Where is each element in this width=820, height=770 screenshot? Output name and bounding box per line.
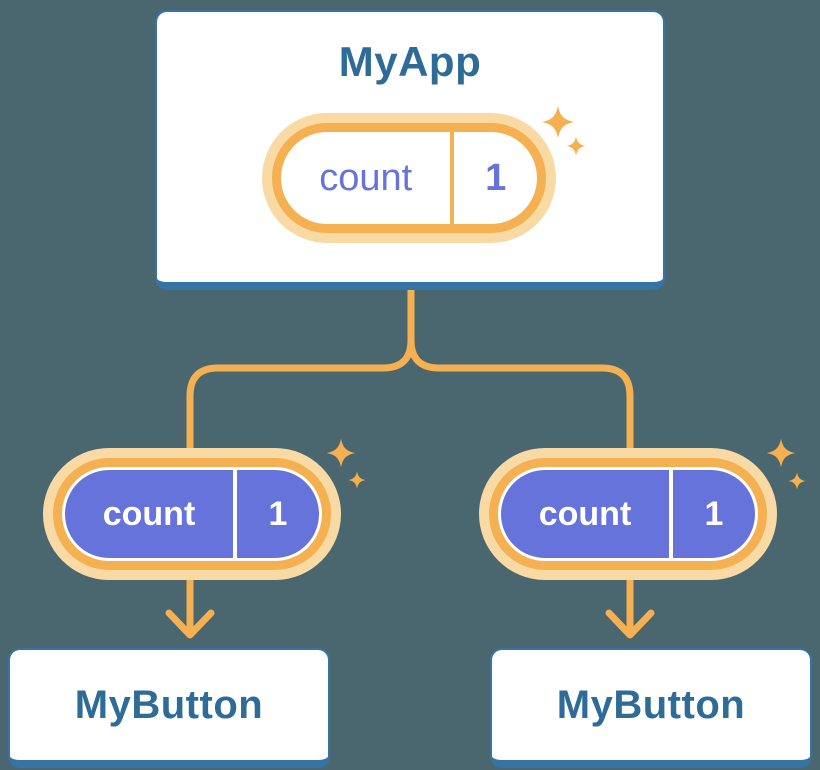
component-title: MyButton [74,682,264,727]
arrowhead-right-icon [605,609,655,639]
sparkle-icon [541,105,575,139]
component-card-child-right: MyButton [490,648,812,768]
sparkle-icon-small [348,471,366,489]
sparkle-icon-small [788,472,806,490]
state-pill-root: count 1 [262,113,556,243]
sparkle-icon-small [566,136,586,156]
pill-divider [233,470,238,558]
state-name: count [319,156,413,199]
sparkle-icon [326,438,356,468]
connector-branch-left [186,336,415,638]
sparkle-icon [766,438,796,468]
prop-pill-right: count 1 [479,448,777,580]
pill-ring: count 1 [489,458,767,570]
arrowhead-left-icon [165,609,215,639]
prop-name: count [538,494,632,533]
pill-body: count 1 [498,467,758,561]
prop-value: 1 [268,494,288,533]
component-card-child-left: MyButton [8,648,330,768]
component-title: MyButton [556,682,746,727]
pill-body: count 1 [62,467,322,561]
pill-ring: count 1 [53,458,331,570]
prop-name: count [102,494,196,533]
prop-pill-left: count 1 [43,448,341,580]
prop-value: 1 [704,494,724,533]
pill-divider [669,470,674,558]
pill-body: count 1 [281,132,537,224]
component-title: MyApp [338,38,482,85]
connector-branch-right [407,336,634,638]
state-value: 1 [485,156,507,199]
pill-divider [450,132,455,224]
pill-ring: count 1 [272,123,546,233]
